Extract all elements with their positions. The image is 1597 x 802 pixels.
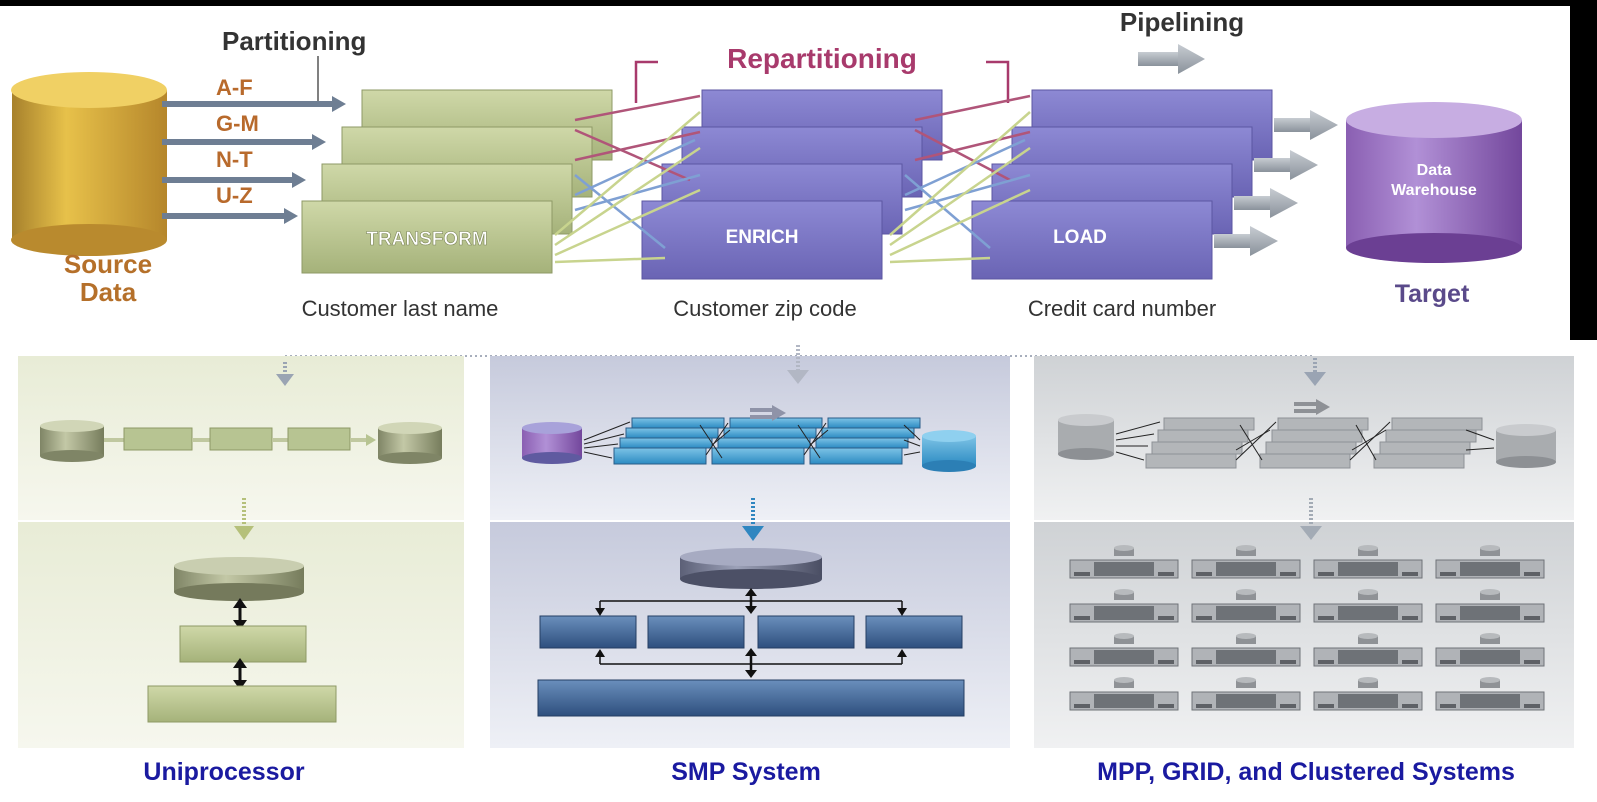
mpp-pipeline [1058,399,1556,469]
mpp-node [1435,633,1545,667]
transform-caption: Customer last name [302,296,499,321]
partition-u-z: U-Z [216,183,253,208]
mpp-node [1069,589,1179,623]
source-label-2: Data [80,277,137,307]
source-label-1: Source [64,249,152,279]
partition-g-m: G-M [216,111,259,136]
mpp-node [1191,677,1301,711]
smp-pipeline [522,405,976,472]
caption-mpp: MPP, GRID, and Clustered Systems [1097,758,1515,786]
mpp-node [1069,633,1179,667]
pipelining-arrow [1138,44,1205,74]
enrich-label: ENRICH [726,227,799,248]
partition-arrows [162,96,346,224]
partition-a-f: A-F [216,75,253,100]
load-caption: Credit card number [1028,296,1216,321]
mpp-node [1435,545,1545,579]
caption-smp: SMP System [671,758,821,786]
mpp-node [1069,677,1179,711]
down-arrows [234,345,1326,541]
top-edge [0,0,1597,6]
mpp-node [1191,589,1301,623]
mpp-node [1435,677,1545,711]
uni-architecture [147,557,337,723]
mpp-node [1313,677,1423,711]
enrich-stack [641,89,943,280]
uni-pipeline [40,420,442,464]
source-data-cylinder [11,72,167,256]
partitioning-label: Partitioning [222,26,366,56]
mpp-node [1435,589,1545,623]
mpp-node [1069,545,1179,579]
caption-uniprocessor: Uniprocessor [143,758,304,786]
mpp-node [1191,545,1301,579]
target-label: Target [1395,280,1470,308]
partition-n-t: N-T [216,147,253,172]
repartition-arrows-2 [889,94,1031,264]
enrich-caption: Customer zip code [673,296,856,321]
right-edge [1570,0,1597,340]
transform-label: TRANSFORM [366,229,487,250]
repartition-arrows-1 [554,94,701,264]
mpp-node-grid [1069,545,1545,711]
load-label: LOAD [1053,227,1107,248]
repartitioning-label: Repartitioning [727,43,917,74]
pipelining-label: Pipelining [1120,7,1244,37]
load-stack [971,89,1273,280]
transform-stack [301,89,613,274]
mpp-node [1313,633,1423,667]
smp-architecture [537,548,965,717]
mpp-node [1313,589,1423,623]
load-output-arrows [1214,110,1338,256]
warehouse-label-1: Data [1417,162,1452,179]
mpp-node [1191,633,1301,667]
data-warehouse-cylinder [1346,102,1522,263]
warehouse-label-2: Warehouse [1391,182,1477,199]
mpp-node [1313,545,1423,579]
